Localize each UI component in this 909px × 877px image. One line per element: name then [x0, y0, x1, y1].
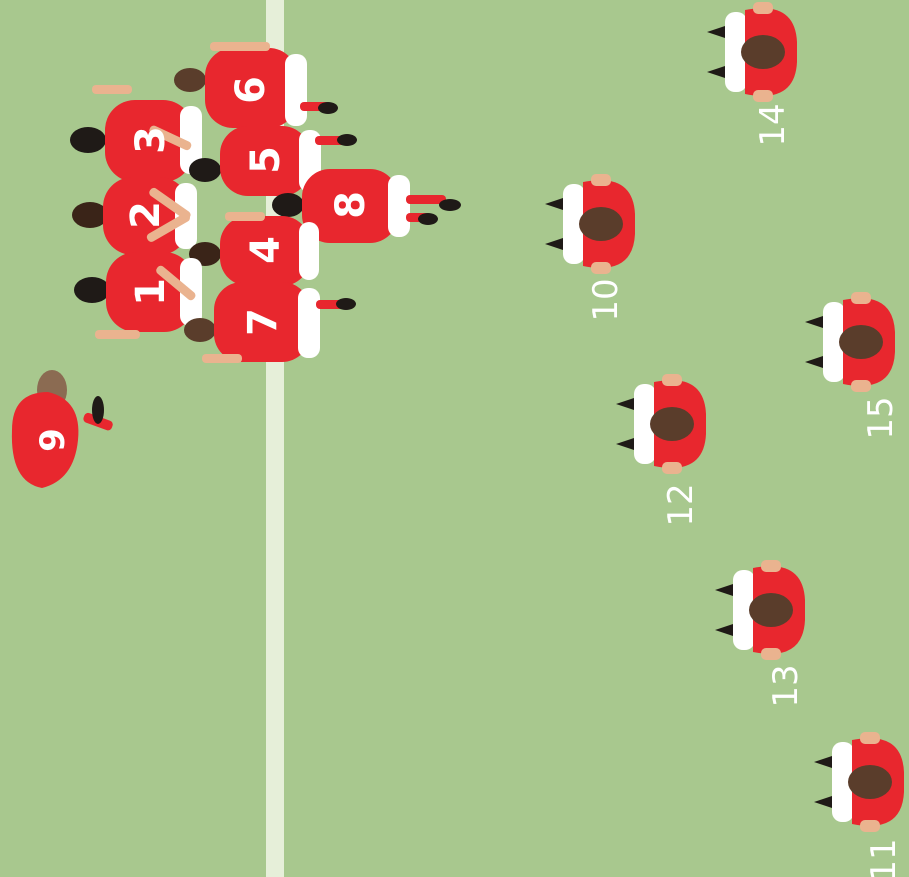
player-number: 5 [243, 146, 289, 174]
player-number: 12 [661, 483, 701, 526]
player-1: 1 [74, 252, 202, 339]
player-2: 2 [72, 177, 197, 255]
player-number: 13 [766, 664, 806, 707]
player-number: 4 [243, 236, 289, 264]
player-12: 12 [616, 374, 706, 527]
player-number: 9 [33, 428, 73, 452]
player-number: 1 [128, 278, 174, 306]
player-13: 13 [715, 560, 806, 708]
player-number: 14 [753, 103, 793, 146]
player-3: 3 [70, 85, 202, 182]
player-7: 7 [184, 282, 356, 363]
player-number: 11 [864, 838, 904, 877]
player-15: 15 [805, 292, 901, 440]
player-number: 8 [328, 191, 374, 219]
player-number: 3 [128, 126, 174, 154]
player-number: 15 [861, 396, 901, 439]
scrum: 6 3 5 2 [70, 42, 461, 363]
player-9: 9 [12, 370, 114, 488]
player-number: 2 [123, 201, 169, 229]
player-number: 6 [228, 76, 274, 104]
player-10: 10 [545, 174, 635, 322]
player-number: 10 [586, 278, 626, 321]
player-11: 11 [814, 732, 904, 877]
player-14: 14 [707, 2, 797, 147]
player-4: 4 [189, 212, 319, 286]
player-number: 7 [240, 308, 286, 336]
